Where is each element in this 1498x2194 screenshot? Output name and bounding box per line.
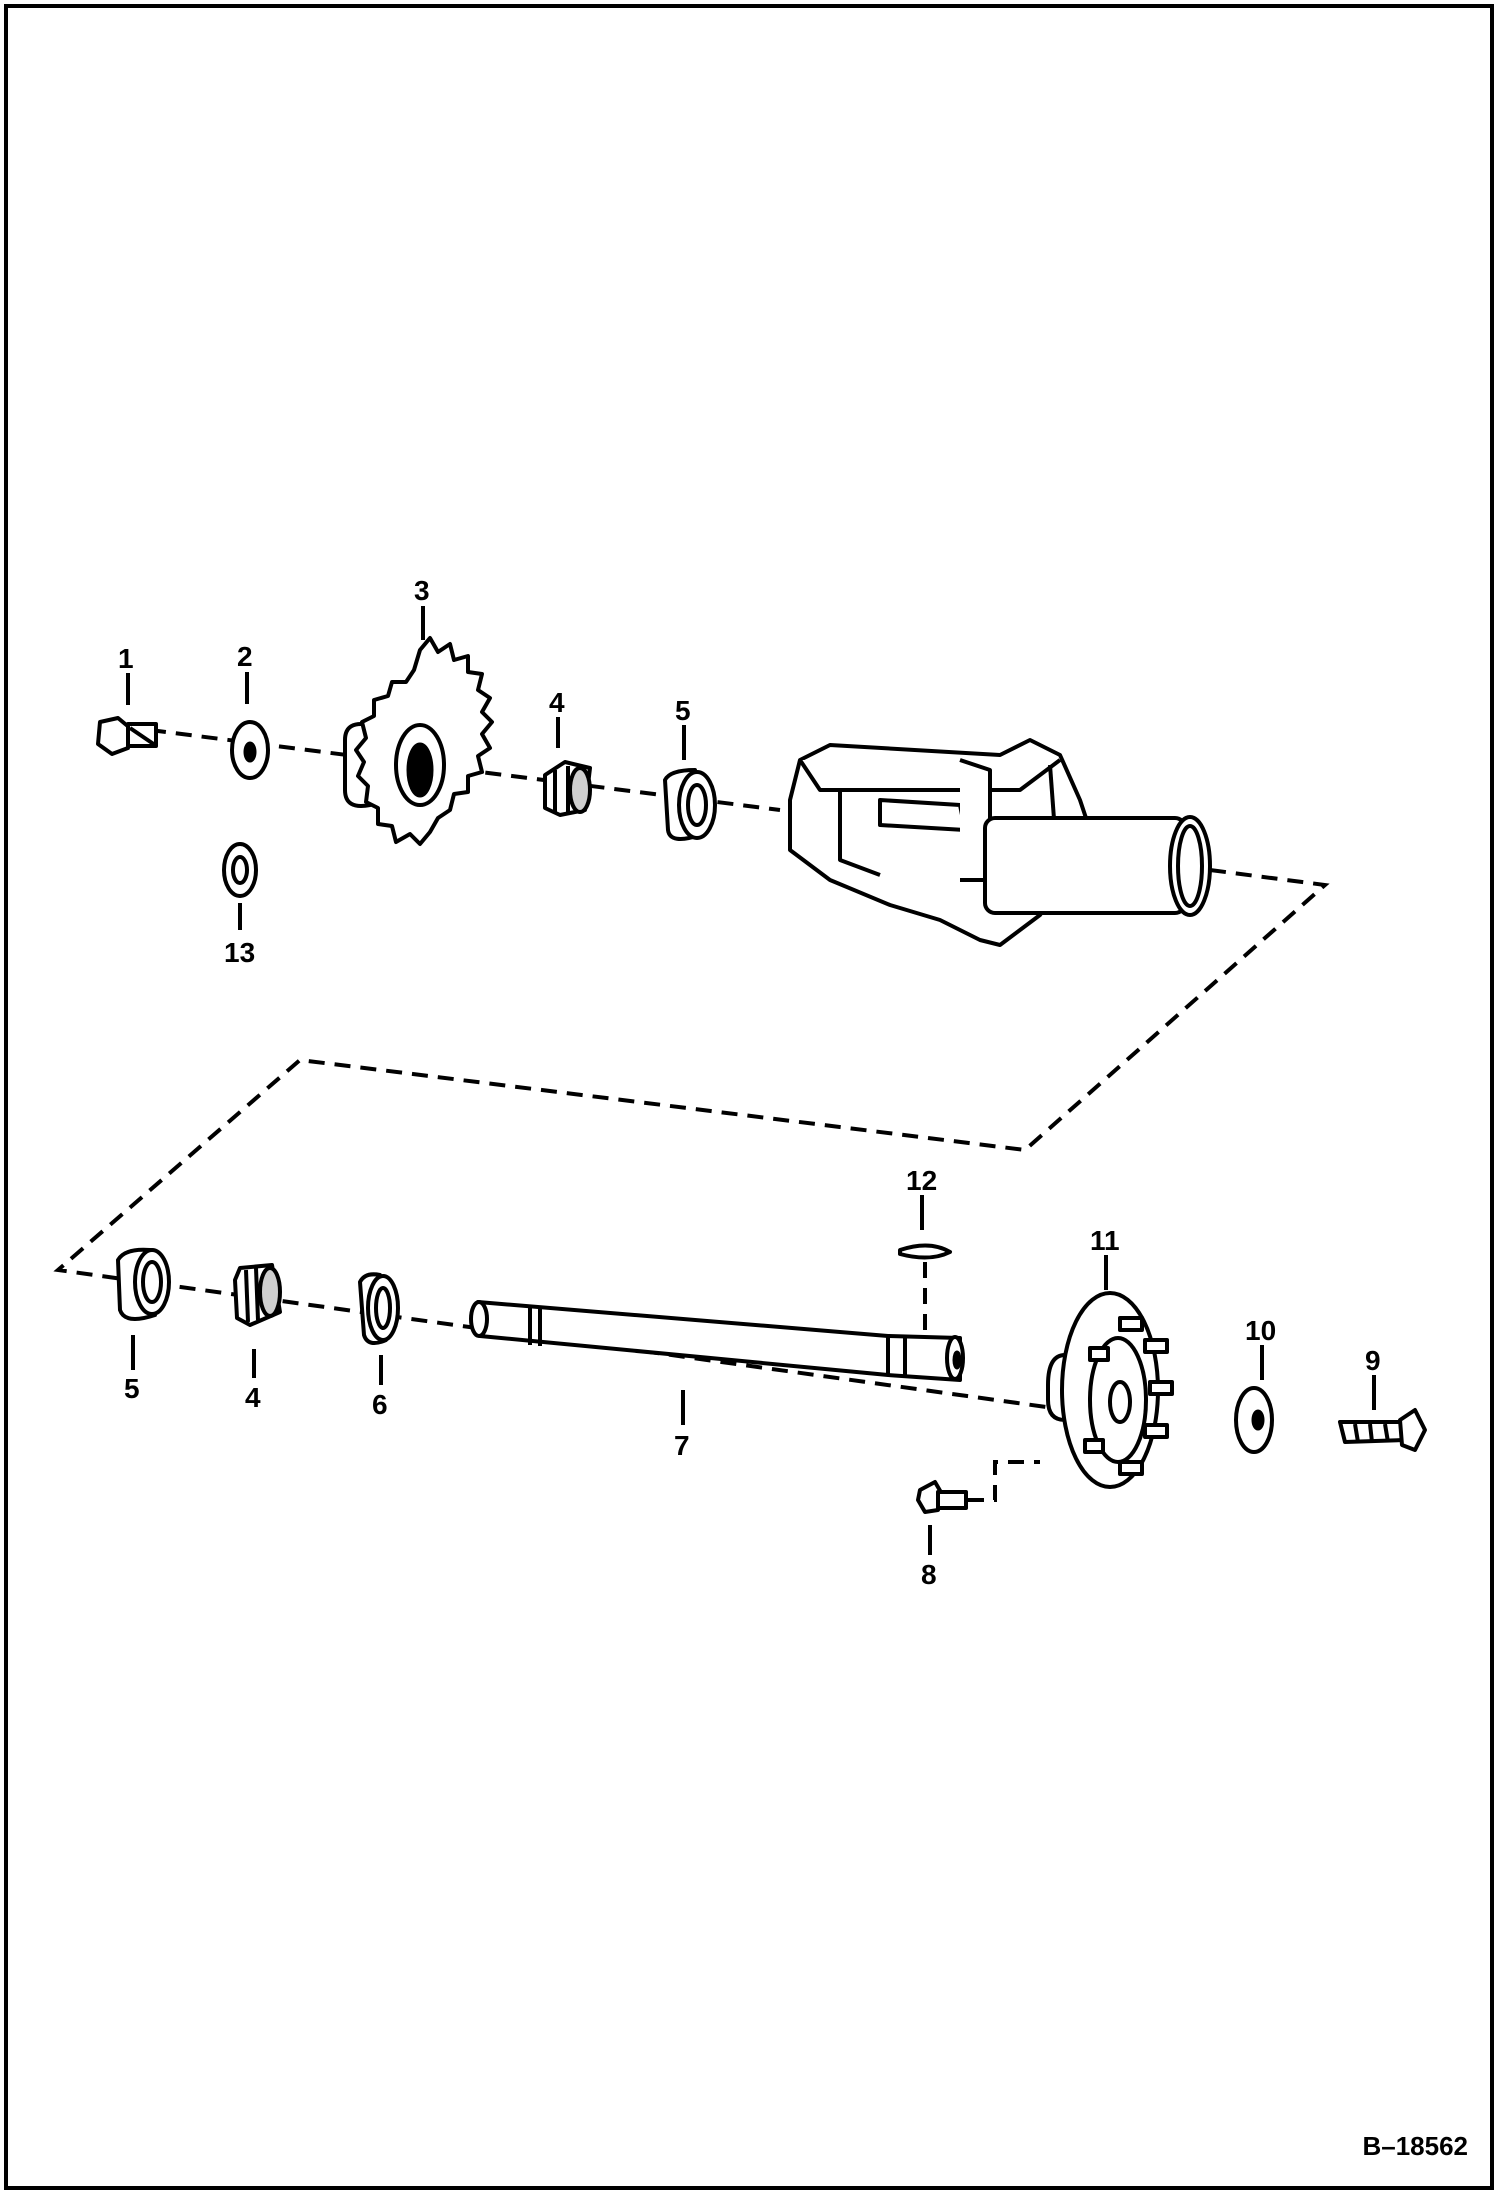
part-13-washer	[222, 842, 258, 898]
callout-12: 12	[906, 1165, 937, 1196]
diagram-frame	[4, 4, 1494, 2190]
part-4-bearing-cone-bottom	[233, 1263, 282, 1327]
callout-2: 2	[237, 641, 253, 672]
callout-8: 8	[921, 1559, 937, 1590]
callout-6: 6	[372, 1389, 388, 1420]
part-6-seal	[358, 1272, 400, 1346]
callout-5-bottom: 5	[124, 1373, 140, 1404]
part-9-bolt	[1338, 1408, 1427, 1452]
stud-guide-line	[968, 1460, 1040, 1502]
callout-numbers: 1 2 3 4 5 13 12 11 10 9 5 4 6 7 8	[118, 575, 1381, 1590]
callout-7: 7	[674, 1430, 690, 1461]
callout-4-top: 4	[549, 687, 565, 718]
part-2-washer	[230, 720, 270, 780]
part-3-sprocket	[343, 636, 494, 846]
part-12-woodruff-key	[898, 1243, 952, 1260]
part-4-bearing-cone-top	[543, 760, 592, 817]
part-1-bolt	[96, 716, 158, 756]
leader-lines	[126, 606, 1376, 1555]
part-5-bearing-cup-top	[663, 768, 717, 841]
part-8-stud	[916, 1480, 968, 1514]
callout-11: 11	[1090, 1225, 1120, 1256]
part-5-bearing-cup-bottom	[116, 1247, 171, 1321]
callout-1: 1	[118, 643, 134, 674]
callout-9: 9	[1365, 1345, 1381, 1376]
callout-5-top: 5	[675, 695, 691, 726]
hub-studs	[1083, 1316, 1174, 1476]
part-7-axle-shaft	[469, 1300, 965, 1382]
callout-4-bottom: 4	[245, 1382, 261, 1413]
axle-housing	[788, 738, 1212, 947]
part-10-washer	[1234, 1386, 1274, 1454]
callout-13: 13	[224, 937, 255, 968]
callout-10: 10	[1245, 1315, 1276, 1346]
part-11-hub	[1046, 1291, 1174, 1489]
figure-id-label: B–18562	[1362, 2131, 1468, 2161]
callout-3: 3	[414, 575, 430, 606]
